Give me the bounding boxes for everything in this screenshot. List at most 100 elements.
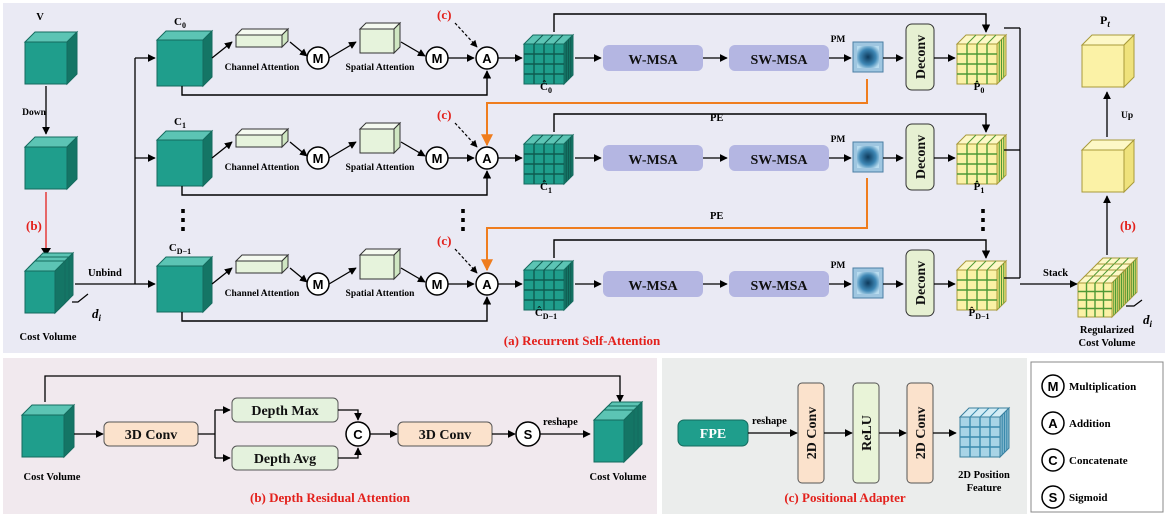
- deconv-label-0: Deconv: [914, 35, 929, 79]
- wmsa-label-2: W-MSA: [628, 279, 678, 294]
- panel-a-caption: (a) Recurrent Self-Attention: [504, 333, 661, 348]
- regvol-layer-3: [1076, 274, 1121, 319]
- c-label-0: C0: [174, 16, 186, 30]
- c-label-1: C1: [174, 116, 186, 130]
- phat-grid-1: [955, 133, 1008, 186]
- phat-label-1: P̂1: [974, 180, 985, 195]
- panel-b-caption: (b) Depth Residual Attention: [250, 490, 411, 505]
- chat-label-0: Ĉ0: [540, 80, 552, 95]
- chat-label-1: Ĉ1: [540, 180, 552, 195]
- panel-c: FPE reshape 2D Conv ReLU 2D Conv 2D Posi…: [677, 382, 1011, 505]
- fpe-label: FPE: [700, 427, 726, 442]
- panel-b-out-label: Cost Volume: [590, 472, 647, 483]
- pm-block-2: [852, 267, 884, 299]
- panel-b-conv2-label: 3D Conv: [419, 428, 472, 443]
- chat-grid-1: [522, 133, 575, 186]
- swmsa-box-2: [729, 271, 829, 297]
- add-node-1: A: [475, 146, 499, 170]
- svg-text:M: M: [432, 277, 443, 292]
- svg-text:M: M: [1048, 379, 1059, 394]
- c-label-2: CD−1: [169, 242, 191, 256]
- cost-volume-label: Cost Volume: [20, 332, 77, 343]
- phat-grid-2: [955, 259, 1008, 312]
- input-v-label: V: [36, 12, 44, 23]
- svg-text:Addition: Addition: [1069, 418, 1111, 430]
- chat-grid-0: [522, 33, 575, 86]
- pe-label-2: PE: [710, 211, 723, 222]
- input-cube: [23, 30, 79, 86]
- c-marker-2: (c): [437, 233, 451, 248]
- svg-text:M: M: [313, 151, 324, 166]
- output-pt-cube: [1080, 33, 1136, 89]
- spatial-attention-label-0: Spatial Attention: [346, 63, 416, 73]
- swmsa-label-2: SW-MSA: [750, 279, 808, 294]
- channel-attention-block-0: [234, 27, 290, 49]
- deconv-label-2: Deconv: [914, 261, 929, 305]
- c-cube-2: [155, 255, 214, 314]
- mult-node-b-1: M: [425, 146, 449, 170]
- pm-block-0: [852, 41, 884, 73]
- svg-text:M: M: [313, 51, 324, 66]
- swmsa-label-1: SW-MSA: [750, 153, 808, 168]
- depth-max-label: Depth Max: [251, 404, 318, 419]
- wmsa-label-0: W-MSA: [628, 53, 678, 68]
- svg-text:Concatenate: Concatenate: [1069, 455, 1128, 467]
- c-cube-1: [155, 129, 214, 188]
- down-label: Down: [22, 108, 46, 118]
- add-node-2: A: [475, 272, 499, 296]
- position-feature-label-2: Feature: [967, 483, 1002, 494]
- phat-grid-0: [955, 33, 1008, 86]
- deconv-label-1: Deconv: [914, 135, 929, 179]
- panel-c-conv2-label: 2D Conv: [914, 407, 929, 460]
- svg-text:A: A: [1048, 416, 1058, 431]
- pm-block-1: [852, 141, 884, 173]
- svg-text:M: M: [432, 151, 443, 166]
- phat-label-0: P̂0: [974, 80, 985, 95]
- c-marker-0: (c): [437, 7, 451, 22]
- chat-label-2: ĈD−1: [535, 306, 557, 321]
- panel-c-conv1-label: 2D Conv: [805, 407, 820, 460]
- panel-b-conv1-label: 3D Conv: [125, 428, 178, 443]
- wmsa-box-2: [603, 271, 703, 297]
- mult-node-a-2: M: [306, 272, 330, 296]
- svg-text:M: M: [313, 277, 324, 292]
- panel-c-reshape: reshape: [752, 416, 787, 427]
- stack-label: Stack: [1043, 268, 1068, 279]
- ellipsis-p: ⋮: [970, 205, 996, 234]
- spatial-attention-block-0: [358, 21, 402, 55]
- channel-attention-block-1: [234, 127, 290, 149]
- panel-b-output-stack: [592, 400, 644, 464]
- panel-b-input-cube: [20, 403, 76, 459]
- wmsa-box-1: [603, 145, 703, 171]
- channel-attention-label-2: Channel Attention: [225, 289, 300, 299]
- swmsa-box-1: [729, 145, 829, 171]
- swmsa-label-0: SW-MSA: [750, 53, 808, 68]
- regularized-label-2: Cost Volume: [1079, 338, 1136, 349]
- svg-text:M: M: [432, 51, 443, 66]
- channel-attention-label-0: Channel Attention: [225, 63, 300, 73]
- spatial-attention-block-1: [358, 121, 402, 155]
- mult-node-a-0: M: [306, 46, 330, 70]
- down-cube: [23, 135, 79, 191]
- deconv-box-0: [905, 23, 935, 91]
- legend-item-addition: A Addition: [1041, 411, 1111, 435]
- ellipsis-a: ⋮: [450, 205, 476, 234]
- spatial-attention-label-1: Spatial Attention: [346, 163, 416, 173]
- sigmoid-symbol: S: [524, 427, 533, 442]
- position-feature-label-1: 2D Position: [958, 470, 1010, 481]
- panel-b-reshape: reshape: [543, 417, 578, 428]
- concat-symbol: C: [353, 427, 363, 442]
- panel-b: Cost Volume 3D Conv Depth Max Depth Avg …: [20, 375, 647, 505]
- legend-item-concatenate: C Concatenate: [1041, 448, 1128, 472]
- svg-text:C: C: [1048, 453, 1058, 468]
- add-node-0: A: [475, 46, 499, 70]
- channel-attention-label-1: Channel Attention: [225, 163, 300, 173]
